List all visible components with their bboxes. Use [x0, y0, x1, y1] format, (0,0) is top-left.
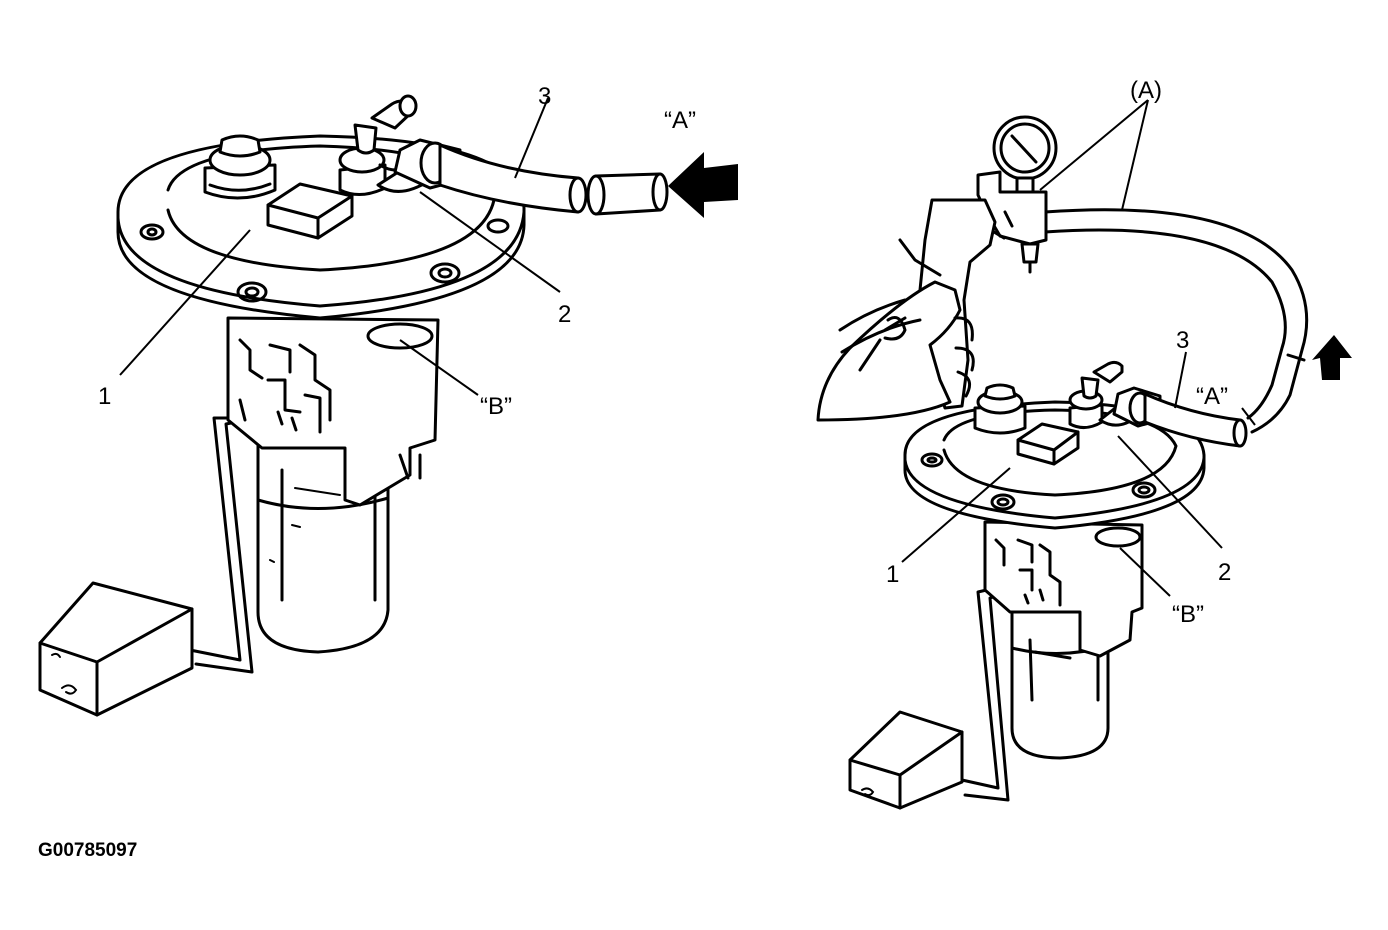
pressure-gauge-icon — [1015, 176, 1035, 194]
right-label-tool-a: (A) — [1130, 77, 1162, 104]
right-return-fitting — [973, 383, 1027, 435]
left-pump-flange — [116, 94, 669, 320]
right-label-part-2: 2 — [1218, 559, 1231, 586]
left-return-fitting — [203, 134, 277, 200]
left-fuel-pump-assembly: 1 2 3 “A” “B” — [38, 83, 738, 717]
left-flange-bolt-holes — [139, 218, 510, 303]
left-electrical-connector — [266, 182, 354, 240]
right-leader-lines — [901, 99, 1256, 597]
left-float-arm — [188, 416, 254, 674]
right-flange-bolt-holes — [920, 452, 1157, 511]
right-fuel-hose — [1112, 386, 1248, 448]
left-label-part-2: 2 — [558, 301, 571, 328]
right-fuel-level-float — [848, 710, 964, 810]
right-label-part-3: 3 — [1176, 327, 1189, 354]
right-float-arm — [960, 586, 1010, 802]
left-pump-bracket — [226, 316, 440, 507]
arrow-up-icon — [1312, 335, 1352, 380]
right-label-part-1: 1 — [886, 561, 899, 588]
right-gauge-hose — [1043, 208, 1309, 434]
hand — [816, 238, 975, 422]
right-label-callout-a: “A” — [1196, 383, 1228, 410]
left-label-part-1: 1 — [98, 383, 111, 410]
left-label-part-3: 3 — [538, 83, 551, 110]
right-label-callout-b: “B” — [1172, 601, 1204, 628]
right-fuel-pump-assembly: (A) 1 2 3 “A” “B” — [816, 77, 1352, 810]
right-electrical-connector — [1016, 422, 1080, 466]
left-label-callout-a: “A” — [664, 107, 696, 134]
right-pump-flange — [903, 360, 1248, 530]
left-fuel-level-float — [38, 581, 194, 717]
left-label-callout-b: “B” — [480, 393, 512, 420]
figure-code: G00785097 — [38, 840, 137, 861]
arrow-left-icon — [668, 152, 738, 218]
left-hose-end-a — [586, 172, 669, 216]
left-fuel-hose — [393, 138, 588, 214]
pressure-gauge-tool — [918, 115, 1058, 410]
left-leader-lines — [119, 97, 561, 396]
right-pump-bracket — [983, 520, 1144, 658]
